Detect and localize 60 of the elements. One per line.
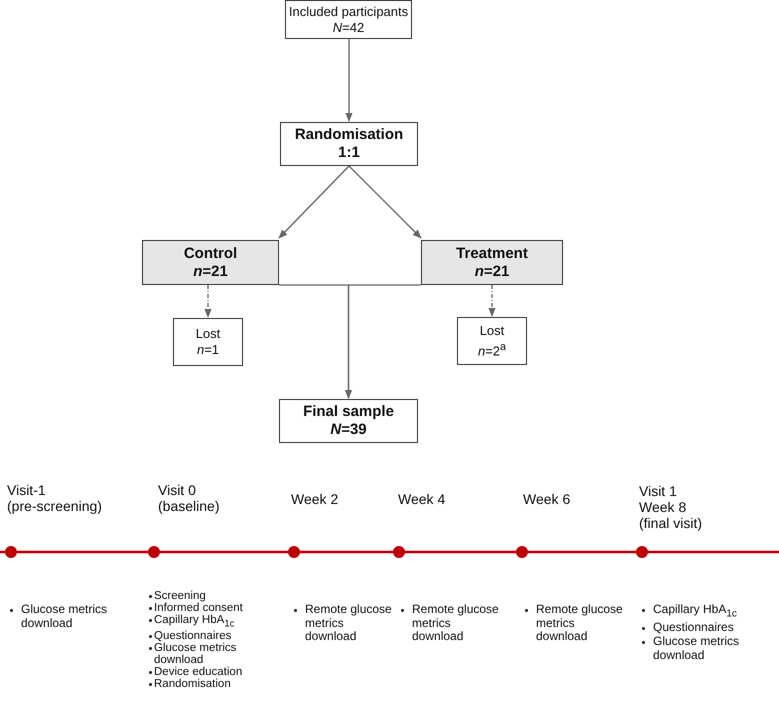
activity-item: Remote glucose metrics download [536,603,624,644]
timeline-line [0,550,5,554]
timeline-line [160,550,288,554]
group-box [421,240,563,285]
arrow [348,166,422,239]
activity-item: Informed consent [154,602,244,614]
box-title: Final sample [303,403,394,421]
activity-item: Glucose metrics download [653,635,740,662]
activity-item: Remote glucose metrics download [412,603,500,644]
arrow [344,284,421,399]
box-title: Lost [480,322,504,339]
process-box [457,317,527,365]
activity-item: Screening [154,590,207,602]
timeline-line [528,550,636,554]
timeline-line [300,550,393,554]
count-text: n=21 [474,262,510,280]
timeline-line [405,550,516,554]
count-text: 1:1 [338,144,360,162]
activity-item: Glucose metrics download [21,603,108,630]
timeline-line [17,550,148,554]
activity-item: Questionnaires [154,630,232,642]
timeline-dot [148,546,160,558]
box-title: Control [184,244,238,262]
activity-item: Capillary HbA$_{1c}$ [653,603,738,621]
timeline-dot [288,546,300,558]
arrow [488,285,496,317]
visit-label: Visit 0 (baseline) [158,482,220,514]
visit-label: Week 6 [523,491,572,507]
group-box [142,240,279,285]
process-box [279,399,418,443]
visit-label: Visit-1 (pre-screening) [7,482,103,514]
box-title: Randomisation [294,126,404,144]
arrow [278,166,350,239]
timeline-dot [636,546,648,558]
activity-item: Device education [154,666,244,678]
process-box [285,0,412,39]
timeline-line [648,550,779,554]
box-title: Lost [196,326,220,342]
process-box [280,122,418,166]
arrow [345,39,353,122]
timeline-dot [516,546,528,558]
visit-label: Visit 1 Week 8 (final visit) [639,483,703,531]
count-text: n=1 [196,342,220,358]
box-title: Included participants [288,4,408,20]
count-text: n=21 [193,262,228,280]
timeline-dot [5,546,17,558]
visit-label: Week 2 [291,491,340,507]
timeline-dot [393,546,405,558]
count-text: N=42 [332,20,364,36]
activity-item: Randomisation [154,678,232,690]
activity-item: Glucose metrics download [154,642,238,666]
visit-label: Week 4 [398,491,446,507]
activity-item: Questionnaires [653,621,735,634]
count-text: n=2$^{a}$ [478,340,506,360]
activity-item: Capillary HbA$_{1c}$ [154,614,236,630]
activity-item: Remote glucose metrics download [305,603,393,644]
count-text: N=39 [330,421,367,439]
box-title: Treatment [456,244,528,262]
process-box [173,318,243,366]
arrow [204,285,212,318]
